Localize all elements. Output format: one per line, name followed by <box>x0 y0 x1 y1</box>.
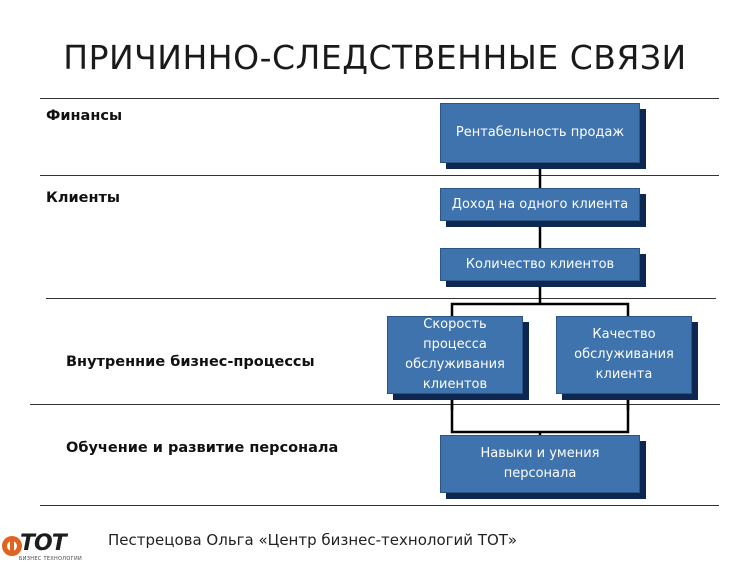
box-service-quality: Качество обслуживания клиента <box>556 316 692 394</box>
box-process-speed-line: клиентов <box>422 377 488 392</box>
box-profitability: Рентабельность продаж <box>440 103 640 163</box>
box-staff-skills: Навыки и умения персонала <box>440 435 640 493</box>
box-revenue-per-client-label: Доход на одного клиента <box>451 196 629 212</box>
logo-text: ТОТ <box>20 531 67 556</box>
box-process-speed-line: процесса <box>423 337 487 352</box>
separator-line <box>40 175 719 176</box>
level-label-learning: Обучение и развитие персонала <box>66 440 339 456</box>
box-client-count-label: Количество клиентов <box>465 256 615 272</box>
box-revenue-per-client: Доход на одного клиента <box>440 188 640 221</box>
separator-line <box>46 298 716 299</box>
separator-line <box>40 505 719 506</box>
level-label-finance: Финансы <box>46 108 123 124</box>
logo-subtitle: БИЗНЕС ТЕХНОЛОГИИ <box>19 556 83 562</box>
company-logo: ТОТ БИЗНЕС ТЕХНОЛОГИИ <box>0 529 82 562</box>
footer-author: Пестрецова Ольга «Центр бизнес-технологи… <box>108 531 518 549</box>
box-process-speed: Скорость процесса обслуживания клиентов <box>387 316 523 394</box>
logo-emblem-icon <box>2 536 22 556</box>
box-service-quality-line: Качество <box>592 327 656 342</box>
box-service-quality-line: клиента <box>595 367 653 382</box>
page-title: ПРИЧИННО-СЛЕДСТВЕННЫЕ СВЯЗИ <box>63 38 687 77</box>
box-process-speed-line: Скорость <box>423 317 487 332</box>
separator-line <box>40 98 719 99</box>
level-label-clients: Клиенты <box>46 190 121 206</box>
box-profitability-label: Рентабельность продаж <box>455 125 625 140</box>
box-process-speed-line: обслуживания <box>405 357 505 372</box>
box-staff-skills-line: персонала <box>503 466 577 481</box>
box-staff-skills-line: Навыки и умения <box>480 446 600 461</box>
bracket-skills <box>450 400 630 434</box>
level-label-processes: Внутренние бизнес-процессы <box>66 354 315 370</box>
separator-line <box>30 404 720 405</box>
box-service-quality-line: обслуживания <box>574 347 674 362</box>
box-client-count: Количество клиентов <box>440 248 640 281</box>
